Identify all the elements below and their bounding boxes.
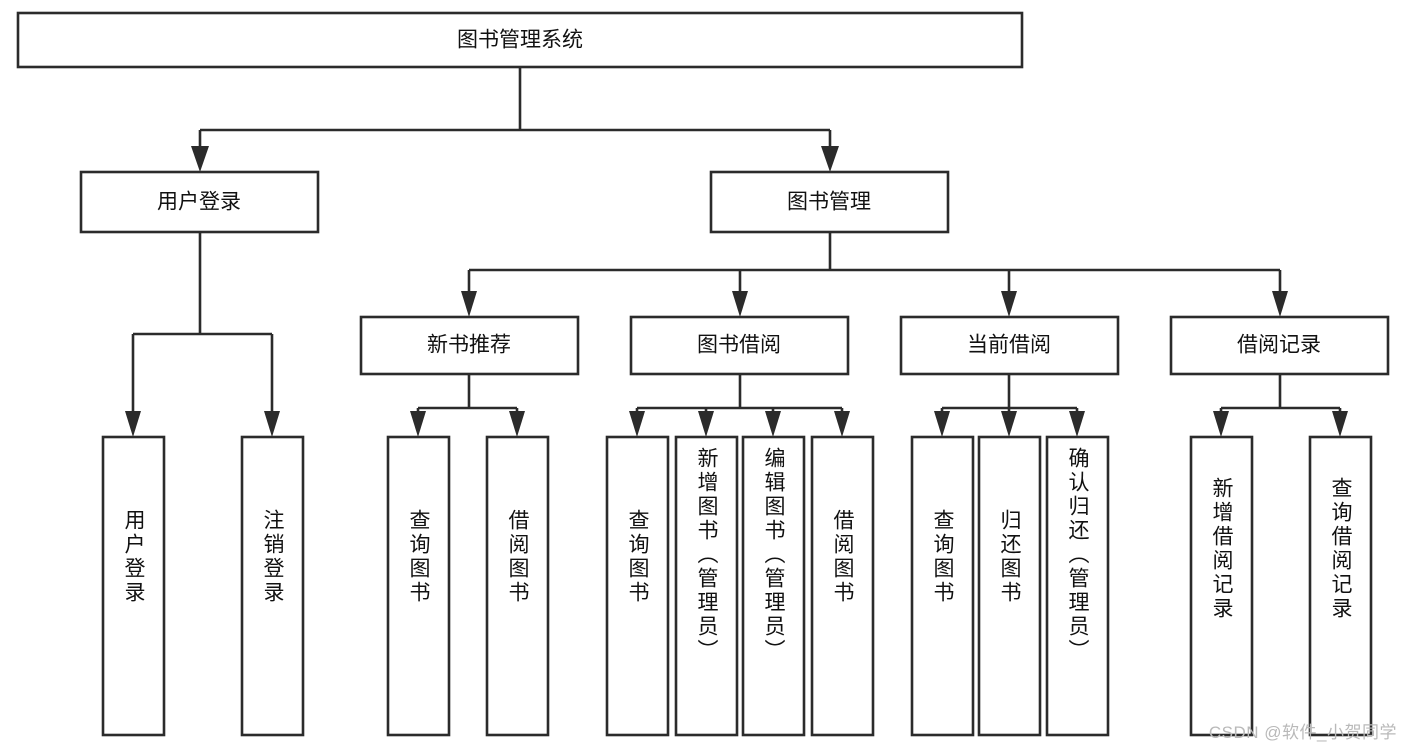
arrow-borrowbook-leaf-1-icon [629,411,645,437]
node-new-book-recommend-box[interactable] [359,315,580,376]
connector-group-new-book [410,374,525,437]
arrow-book-child-1-icon [461,291,477,317]
leaf-box-new-book-1[interactable] [386,435,451,737]
arrow-borrowrecord-leaf-2-icon [1332,411,1348,437]
leaf-box-current-borrow-3[interactable] [1045,435,1110,737]
arrow-root-to-user-icon [191,146,209,172]
arrow-newbook-leaf-1-icon [410,411,426,437]
node-book-borrow[interactable]: 图书借阅 [629,315,850,376]
node-root-label: 图书管理系统 [457,29,583,52]
arrow-user-leaf-2-icon [264,411,280,437]
node-book-manage-box[interactable] [709,170,950,234]
arrow-borrowbook-leaf-3-icon [765,411,781,437]
arrow-book-child-2-icon [732,291,748,317]
node-current-borrow-label: 当前借阅 [967,334,1051,357]
leaf-box-current-borrow-2[interactable] [977,435,1042,737]
node-new-book-recommend-label: 新书推荐 [427,334,511,357]
node-borrow-record[interactable]: 借阅记录 [1169,315,1390,376]
leaf-box-group [101,435,1373,737]
arrow-currentborrow-leaf-2-icon [1001,411,1017,437]
arrow-currentborrow-leaf-3-icon [1069,411,1085,437]
connector-group-borrow-record [1213,374,1348,437]
node-root[interactable]: 图书管理系统 [16,11,1024,69]
node-borrow-record-box[interactable] [1169,315,1390,376]
arrow-borrowrecord-leaf-1-icon [1213,411,1229,437]
leaf-box-user-login-1[interactable] [101,435,166,737]
leaf-box-borrow-record-1[interactable] [1189,435,1254,737]
node-root-box[interactable] [16,11,1024,69]
arrow-newbook-leaf-2-icon [509,411,525,437]
node-current-borrow[interactable]: 当前借阅 [899,315,1120,376]
arrow-borrowbook-leaf-4-icon [834,411,850,437]
node-user-login[interactable]: 用户登录 [79,170,320,234]
node-user-login-box[interactable] [79,170,320,234]
arrow-borrowbook-leaf-2-icon [698,411,714,437]
node-book-borrow-label: 图书借阅 [697,334,781,357]
node-user-login-label: 用户登录 [157,191,241,214]
leaf-box-new-book-2[interactable] [485,435,550,737]
leaf-box-borrow-book-3[interactable] [741,435,806,737]
leaf-box-borrow-book-1[interactable] [605,435,670,737]
connector-group-borrow-book [629,374,850,437]
node-current-borrow-box[interactable] [899,315,1120,376]
node-book-manage-label: 图书管理 [787,191,871,214]
leaf-box-user-login-2[interactable] [240,435,305,737]
arrow-user-leaf-1-icon [125,411,141,437]
connector-group-book-manage [461,232,1288,317]
arrow-root-to-book-icon [821,146,839,172]
leaf-box-borrow-book-4[interactable] [810,435,875,737]
node-book-borrow-box[interactable] [629,315,850,376]
arrow-book-child-3-icon [1001,291,1017,317]
leaf-box-borrow-record-2[interactable] [1308,435,1373,737]
arrow-currentborrow-leaf-1-icon [934,411,950,437]
leaf-box-current-borrow-1[interactable] [910,435,975,737]
node-borrow-record-label: 借阅记录 [1237,334,1321,357]
node-book-manage[interactable]: 图书管理 [709,170,950,234]
connector-group-current-borrow [934,374,1085,437]
connector-group-user-login [125,232,280,437]
connector-group-root [191,67,839,172]
leaf-box-borrow-book-2[interactable] [674,435,739,737]
arrow-book-child-4-icon [1272,291,1288,317]
node-new-book-recommend[interactable]: 新书推荐 [359,315,580,376]
